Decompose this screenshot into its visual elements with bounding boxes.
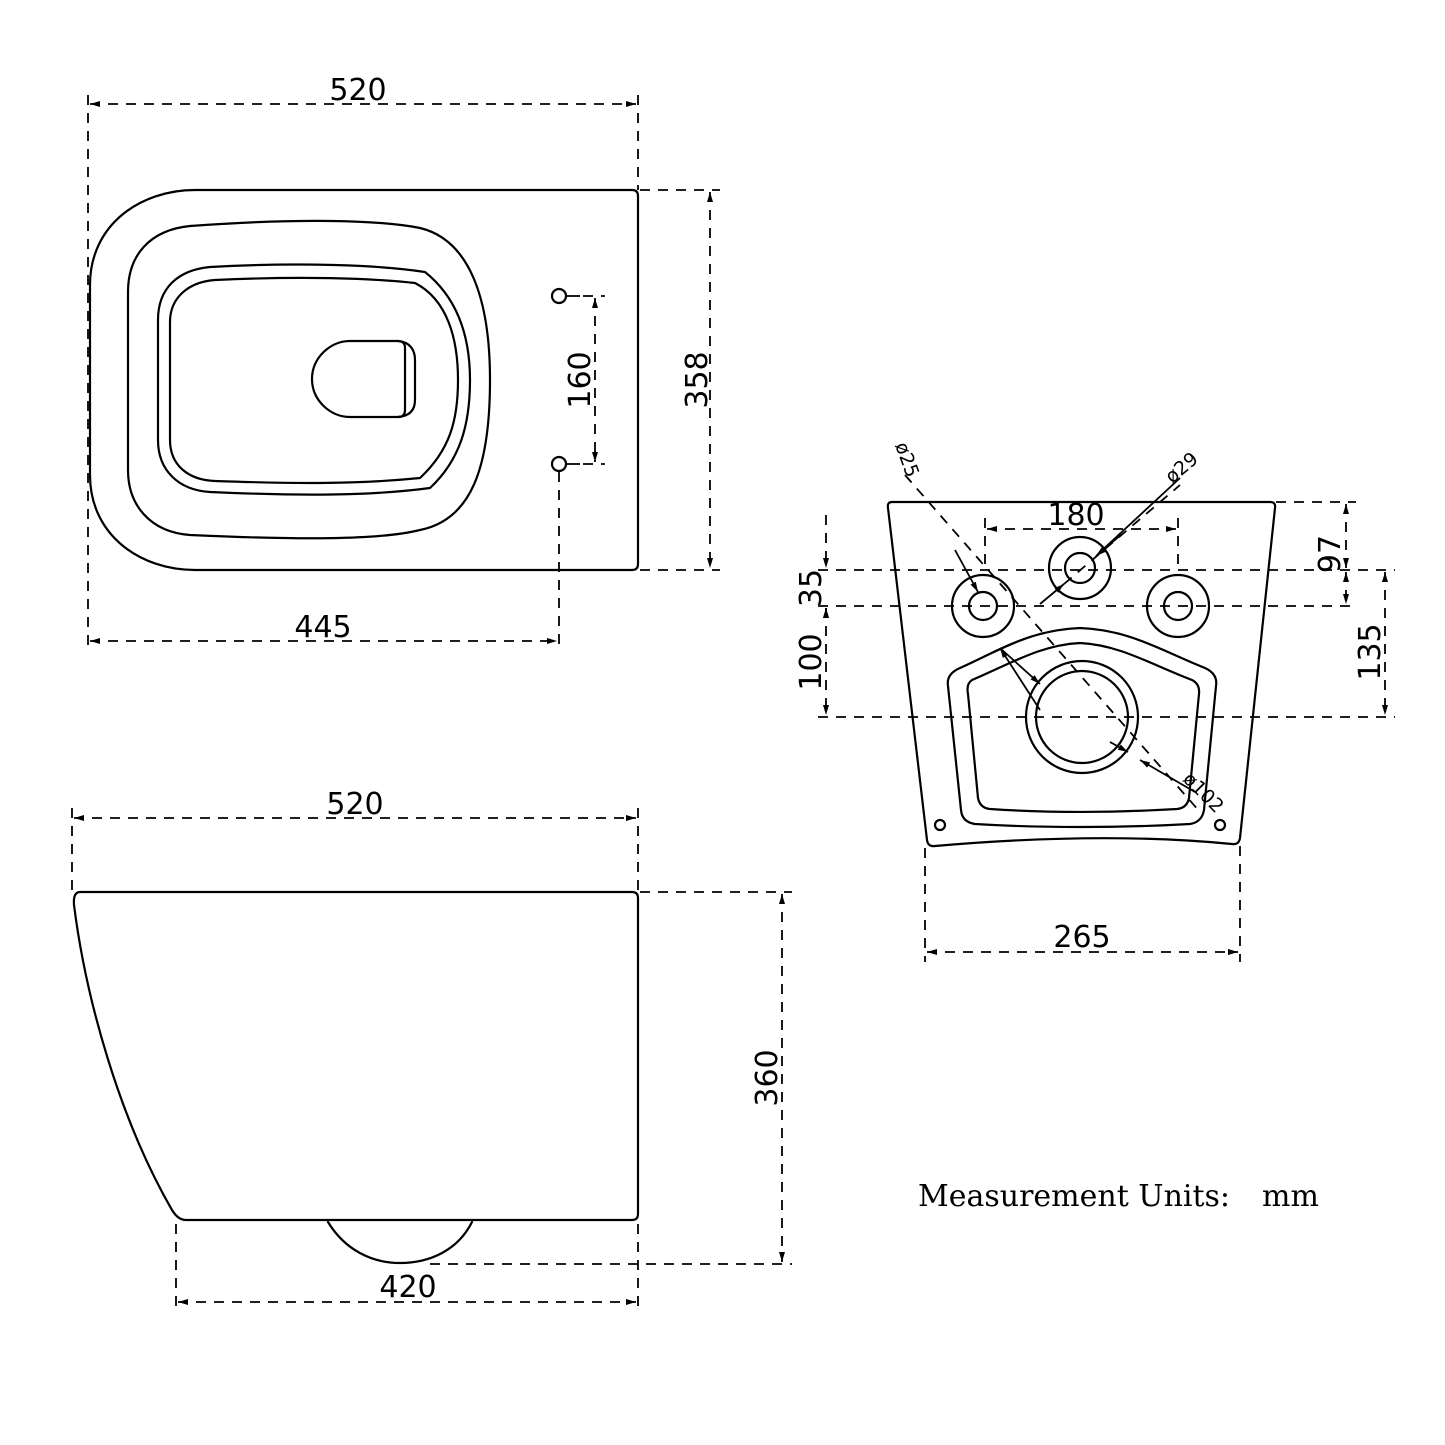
top-view-length-label: 520	[329, 73, 386, 108]
side-view-outlet	[326, 1220, 474, 1265]
inlet-to-outlet-label: 100	[794, 633, 829, 690]
top-view-outlet-back	[396, 339, 417, 419]
rear-view-body-outline	[886, 500, 1277, 848]
top-view-fixing-hole-lower	[550, 455, 568, 473]
top-view-rim	[126, 219, 492, 540]
fixing-hole-spacing-label: 160	[563, 351, 598, 408]
units-value: mm	[1262, 1179, 1319, 1214]
top-view-body-outline	[88, 188, 640, 572]
inlet-spacing-label: 180	[1047, 498, 1104, 533]
top-view-outlet-front	[310, 339, 407, 419]
rear-view-inlet-inner	[1063, 551, 1097, 585]
top-view: 520 358 160 445	[87, 73, 720, 652]
top-view-bowl-outer	[156, 263, 472, 496]
side-view: 520 360 420	[71, 787, 792, 1312]
base-width-label: 265	[1053, 920, 1110, 955]
fixing-hole-diameter-label: ø25	[890, 439, 923, 480]
top-to-inlet-label: 97	[1313, 535, 1348, 573]
side-view-height-label: 360	[750, 1049, 785, 1106]
top-view-bowl-inner	[168, 276, 460, 485]
units-label: Measurement Units:	[918, 1179, 1230, 1214]
side-view-body-outline	[72, 890, 640, 1222]
rear-view-small-hole-left	[933, 818, 947, 832]
top-view-fixing-hole-upper	[550, 287, 568, 305]
rear-view-outlet-surround-inner	[966, 641, 1201, 814]
front-to-fixing-label: 445	[294, 610, 351, 645]
units-note: Measurement Units: mm	[918, 1179, 1319, 1214]
rear-view-small-hole-right	[1213, 818, 1227, 832]
rear-view: ø25 ø29 ø102 180 97 135 35 100 265	[794, 439, 1395, 962]
top-to-fixing-label: 35	[794, 569, 829, 607]
rear-to-outlet-label: 420	[379, 1270, 436, 1305]
rear-view-outlet-surround-outer	[946, 626, 1218, 829]
inlet-diameter-label: ø29	[1161, 448, 1203, 488]
top-view-width-label: 358	[680, 351, 715, 408]
rear-view-inlet-outer	[1047, 535, 1113, 601]
top-to-outlet-label: 135	[1353, 623, 1388, 680]
side-view-length-label: 520	[326, 787, 383, 822]
